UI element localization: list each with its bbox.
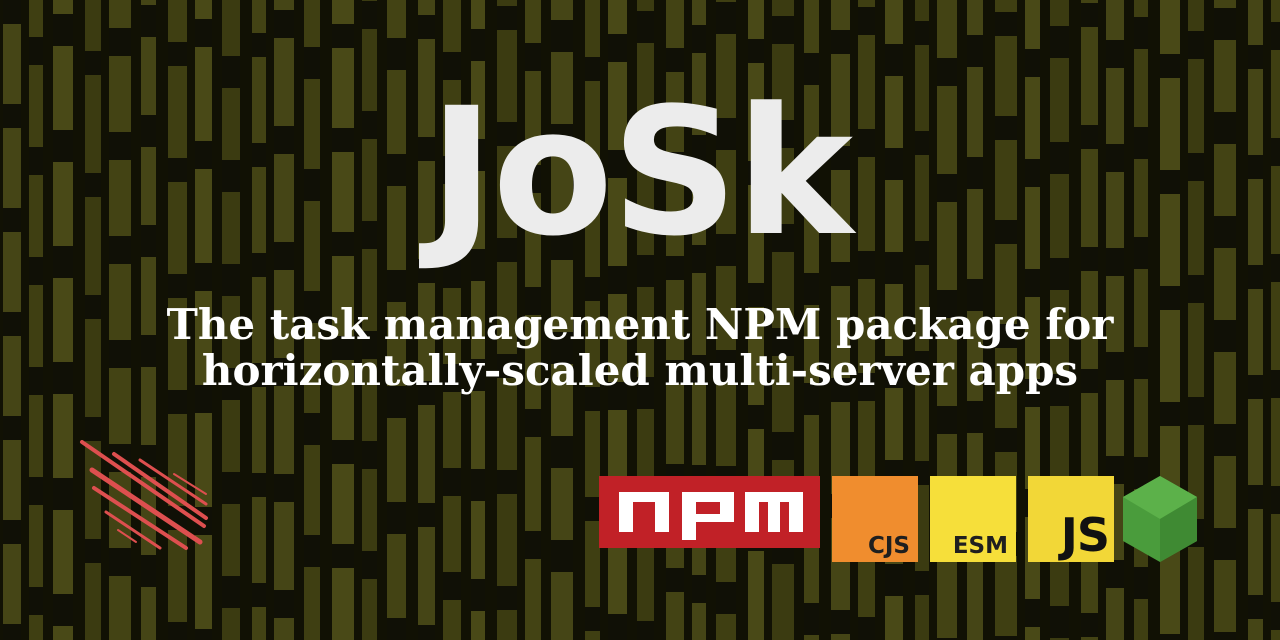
meteor-icon — [80, 440, 208, 550]
cjs-badge: CJS — [832, 476, 918, 562]
npm-badge: npm — [599, 476, 820, 548]
js-label: JS — [1060, 508, 1110, 562]
title: JoSk — [428, 70, 853, 275]
subtitle: The task management NPM package for hori… — [0, 302, 1280, 394]
cjs-label: CJS — [867, 533, 910, 559]
subtitle-line-1: The task management NPM package for — [166, 300, 1114, 349]
js-badge: JS — [1028, 476, 1114, 562]
subtitle-line-2: horizontally-scaled multi-server apps — [201, 346, 1079, 395]
esm-label: ESM — [952, 533, 1008, 559]
esm-badge: ESM — [930, 476, 1016, 562]
npm-logo — [619, 492, 803, 540]
nodejs-icon — [1123, 476, 1197, 562]
